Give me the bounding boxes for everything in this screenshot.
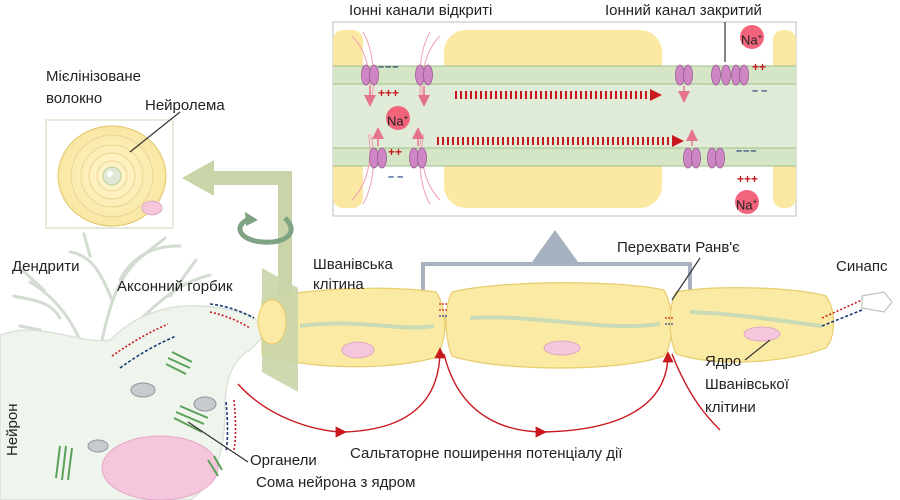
positive-charge-marker: ++ (388, 145, 403, 159)
label-synapse: Синапс (836, 258, 888, 275)
positive-charge-marker: ++ (752, 60, 767, 74)
label-schwann-cell-line1: Шванівська (313, 256, 393, 273)
label-ion-channel-closed: Іонний канал закритий (605, 2, 762, 19)
ion-channel-inset (332, 21, 797, 217)
negative-charge-marker: – – (752, 85, 768, 97)
neuron-soma (0, 232, 271, 500)
label-schwann-nucleus-line1: Ядро (705, 353, 742, 370)
axon (261, 257, 893, 369)
label-nodes-of-ranvier: Перехвати Ранв'є (617, 239, 740, 256)
label-myelinated-fiber-line1: Мієлінізоване (46, 68, 142, 85)
label-organelles: Органели (250, 452, 317, 469)
zoom-bracket (421, 230, 692, 290)
sodium-ion-icon (740, 25, 764, 49)
label-dendrites: Дендрити (12, 258, 80, 275)
positive-charge-marker: +++ (378, 86, 400, 100)
sodium-label: Na+ (736, 197, 758, 213)
label-neuron: Нейрон (4, 403, 21, 456)
schwann-cell (261, 287, 446, 368)
negative-charge-marker: – – – (378, 61, 398, 73)
label-myelinated-fiber-line2: волокно (46, 90, 103, 107)
sodium-label: Na+ (387, 113, 409, 129)
cross-section-inset (45, 111, 181, 229)
sodium-label: Na+ (741, 32, 763, 48)
label-schwann-cell-line2: клітина (313, 276, 364, 293)
label-schwann-nucleus-line2: Шванівської (705, 376, 789, 393)
negative-charge-marker: – – – (736, 145, 756, 157)
section-plane (257, 268, 298, 392)
label-neurolemma: Нейролема (145, 97, 225, 114)
propagation-arrows (437, 89, 684, 147)
saltatory-arcs (237, 347, 721, 438)
label-saltatory-conduction: Сальтаторне поширення потенціалу дії (350, 445, 623, 462)
label-axon-hillock: Аксонний горбик (117, 278, 233, 295)
label-schwann-nucleus-line3: клітини (705, 399, 756, 416)
schwann-cell (669, 287, 835, 363)
positive-charge-marker: +++ (737, 172, 759, 186)
label-soma-with-nucleus: Сома нейрона з ядром (256, 474, 416, 491)
cross-section-pointer-arrow (182, 160, 294, 300)
label-ion-channels-open: Іонні канали відкриті (349, 2, 493, 19)
ion-channel-group (361, 64, 749, 169)
synapse-terminal (861, 291, 893, 313)
sodium-ion-icon (386, 106, 410, 130)
sodium-ion-icon (735, 190, 759, 214)
negative-charge-marker: – – (388, 171, 404, 183)
